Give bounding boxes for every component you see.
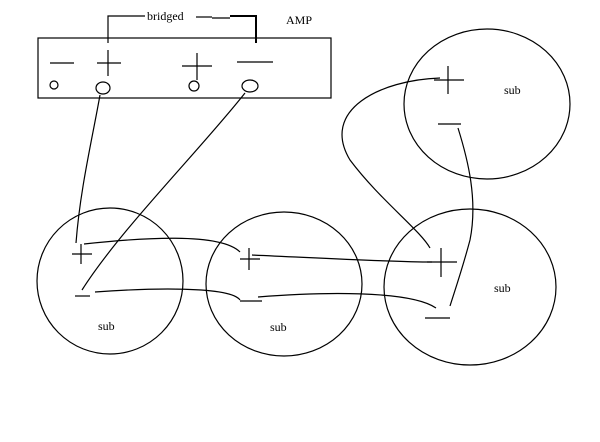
wire-minus-2-3 [257,292,437,309]
wire-minus-1-2 [94,288,241,301]
sub-label: sub [504,83,521,97]
wire-plus-1-2 [83,237,241,253]
bridge-label: bridged [147,9,184,23]
amplifier: AMP bridged [37,9,332,99]
wires [75,77,474,309]
bridge-wire [107,15,257,43]
terminal-4 [241,79,259,93]
wire-minus-top [449,127,474,307]
terminal-3 [188,80,200,92]
sub-middle: sub [205,211,363,357]
plus-icon [72,244,92,264]
sub-bottom-left: sub [36,207,184,355]
sub-bottom-right: sub [383,208,557,366]
plus-icon [434,66,464,94]
sub-label: sub [270,320,287,334]
wire-amp-plus [75,94,101,244]
terminal-2 [95,81,111,95]
amp-label: AMP [286,13,312,27]
amp-plus-2 [182,53,212,80]
wire-plus-top [341,77,441,249]
amp-box [37,37,332,99]
sub-label: sub [98,319,115,333]
sub-label: sub [494,281,511,295]
sub-top-right: sub [403,28,571,180]
wire-amp-minus [81,92,246,291]
amp-plus-1 [97,50,121,76]
wire-plus-2-3 [251,254,433,263]
terminal-1 [49,80,59,90]
plus-icon [240,248,260,270]
